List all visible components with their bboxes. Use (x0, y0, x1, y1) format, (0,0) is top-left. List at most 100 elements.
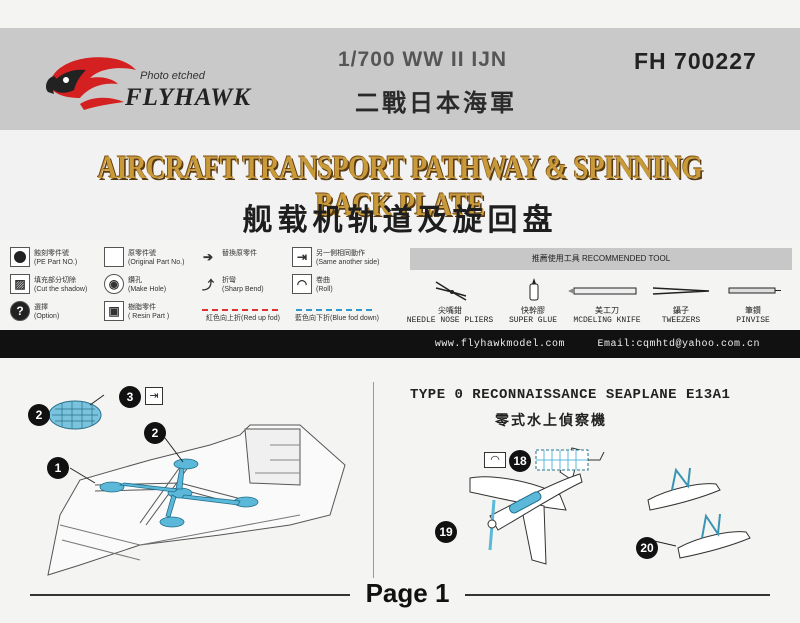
tool-label-en: NEEDLE NOSE PLIERS (406, 316, 494, 325)
section-divider (373, 382, 374, 580)
contact-bar: www.flyhawkmodel.com Email:cqmhtd@yahoo.… (0, 330, 800, 358)
tool-knife: 美工刀 MCDELING KNIFE (568, 278, 644, 325)
legend-pe-part: 蝕刻零件號(PE Part NO.) (8, 245, 100, 269)
pathway-parts (99, 458, 259, 528)
tool-label-en: SUPER GLUE (508, 316, 557, 325)
callout-part-2a: 2 (28, 404, 50, 426)
knife-icon (568, 287, 637, 295)
callout-part-2b: 2 (144, 422, 166, 444)
legend-label-cn: 原零件號 (128, 250, 156, 257)
brand-tag: Photo etched (140, 70, 205, 82)
pe-part-icon (10, 247, 30, 267)
legend-option: ? 選擇 (Option) (8, 299, 100, 323)
legend-make-hole: ◉ 鑽孔 (Make Hole) (102, 272, 194, 296)
header-band: Photo etched FLYHAWK 1/700 WW II IJN FH … (0, 28, 800, 130)
seaplane-diagram (469, 447, 751, 565)
legend-label-en: (Roll) (316, 286, 333, 293)
legend-label-cn: 折彎 (222, 277, 236, 284)
legend-same-side: ⇥ 另一側相同動作 (Same another side) (290, 245, 382, 269)
footer-rule-right (465, 594, 770, 596)
legend-label-cn: 替換原零件 (222, 250, 257, 257)
website-link[interactable]: www.flyhawkmodel.com (434, 339, 565, 350)
legend-label-cn: 樹脂零件 (128, 304, 156, 311)
tool-label-en: MCDELING KNIFE (573, 316, 641, 325)
legend-label-en: (Same another side) (316, 259, 380, 266)
resin-part-icon: ▣ (104, 301, 124, 321)
sharp-bend-icon: ⤴ (201, 277, 214, 292)
legend-label-cn: 卷曲 (316, 277, 330, 284)
flyhawk-logo: Photo etched FLYHAWK (40, 48, 250, 118)
pinvise-icon (728, 287, 781, 294)
contact-info: www.flyhawkmodel.com Email:cqmhtd@yahoo.… (435, 339, 760, 350)
scale-label: 1/700 WW II IJN (338, 48, 508, 71)
legend-original-part: 原零件號 (Original Part No.) (102, 245, 194, 269)
tool-label-en: TWEEZERS (661, 316, 701, 325)
legend-label-en: (Sharp Bend) (222, 286, 264, 293)
legend-sharp-bend: ⤴ 折彎 (Sharp Bend) (196, 272, 288, 296)
callout-part-18: 18 (509, 450, 531, 472)
callout-part-19: 19 (435, 521, 457, 543)
product-code: FH 700227 (634, 48, 757, 74)
callout-part-1: 1 (47, 457, 69, 479)
tool-label-cn: 美工刀 (595, 307, 619, 316)
seaplane-title-cn: 零式水上偵察機 (495, 412, 607, 428)
legend-label-cn: 藍色向下折(Blue fod down) (294, 315, 380, 322)
title-band: AIRCRAFT TRANSPORT PATHWAY & SPINNING BA… (0, 130, 800, 240)
deck-assembly-diagram (47, 394, 346, 576)
cut-shadow-icon: ▨ (10, 274, 30, 294)
legend-label-cn: 蝕刻零件號 (34, 250, 69, 257)
callout-part-20: 20 (636, 537, 658, 559)
legend-label-en: (Original Part No.) (128, 259, 185, 266)
recommended-tools: 推薦使用工具 RECOMMENDED TOOL 尖嘴鉗 NEEDLE NOSE … (407, 248, 792, 328)
brand-name: FLYHAWK (125, 84, 252, 111)
same-side-icon: ⇥ (292, 247, 312, 267)
roll-icon: ◠ (292, 274, 312, 294)
legend-label-cn: 另一側相同動作 (316, 250, 365, 257)
legend-red-fold: 紅色向上折(Red up fod) (196, 299, 288, 323)
tweezers-icon (652, 287, 710, 295)
tool-label-cn: 快幹膠 (521, 307, 545, 316)
product-title-cn: 舰载机轨道及旋回盘 (242, 204, 558, 237)
legend-label-en: (Cut the shadow) (34, 286, 88, 293)
tools-heading: 推薦使用工具 RECOMMENDED TOOL (410, 248, 792, 270)
legend-label-cn: 鑽孔 (128, 277, 142, 284)
glue-icon (529, 278, 539, 301)
footer-rule-left (30, 594, 350, 596)
blue-fold-line (296, 309, 372, 311)
net-part (48, 400, 102, 430)
symbol-legend: 蝕刻零件號(PE Part NO.) 原零件號 (Original Part No… (8, 245, 382, 323)
legend-replace-part: ➔ 替換原零件 (196, 245, 288, 269)
page-number: Page 1 (350, 578, 465, 609)
option-icon: ? (10, 301, 30, 321)
same-side-icon: ⇥ (145, 387, 163, 405)
tool-pinvise: 筆鑽 PINVISE (718, 278, 788, 325)
pliers-icon (435, 281, 467, 301)
seaplane-title-en: TYPE 0 RECONNAISSANCE SEAPLANE E13A1 (410, 387, 731, 403)
hawk-icon (46, 57, 136, 110)
legend-label-cn: 填充部分切除 (34, 277, 76, 284)
legend-resin-part: ▣ 樹脂零件 ( Resin Part ) (102, 299, 194, 323)
product-title-en: AIRCRAFT TRANSPORT PATHWAY & SPINNING BA… (97, 150, 703, 223)
tool-pliers: 尖嘴鉗 NEEDLE NOSE PLIERS (404, 278, 496, 325)
email-link[interactable]: Email:cqmhtd@yahoo.com.cn (597, 339, 760, 350)
page-footer: Page 1 (0, 577, 800, 611)
replace-arrow-icon: ➔ (202, 250, 214, 264)
navy-title-cn: 二戰日本海軍 (355, 90, 517, 117)
legend-label-en: (Make Hole) (128, 286, 167, 293)
tool-label-en: PINVISE (736, 316, 770, 325)
legend-label-en: (Option) (34, 313, 60, 320)
make-hole-icon: ◉ (104, 274, 124, 294)
legend-cut-shadow: ▨ 填充部分切除 (Cut the shadow) (8, 272, 100, 296)
legend-roll: ◠ 卷曲 (Roll) (290, 272, 382, 296)
tool-tweezers: 鑷子 TWEEZERS (646, 278, 716, 325)
callout-part-3: 3 (119, 386, 141, 408)
roll-icon: ◠ (484, 452, 506, 468)
legend-label-cn: 選擇 (34, 304, 48, 311)
tool-label-cn: 鑷子 (673, 307, 689, 316)
red-fold-line (202, 309, 278, 311)
tool-glue: 快幹膠 SUPER GLUE (502, 278, 564, 325)
legend-label-en: ( Resin Part ) (128, 313, 170, 320)
tool-label-cn: 筆鑽 (745, 307, 761, 316)
original-part-icon (104, 247, 124, 267)
legend-blue-fold: 藍色向下折(Blue fod down) (290, 299, 382, 323)
